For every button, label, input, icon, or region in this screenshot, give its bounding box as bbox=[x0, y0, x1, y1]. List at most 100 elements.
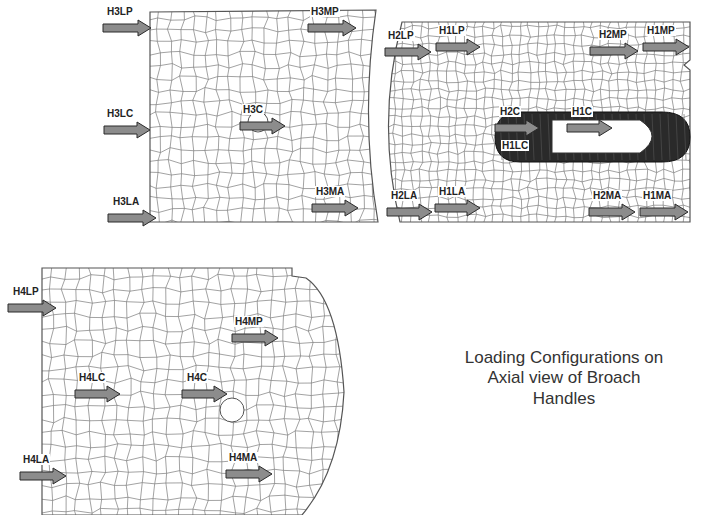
mesh-line bbox=[676, 114, 678, 160]
mesh-line bbox=[359, 6, 364, 235]
mesh-line bbox=[500, 114, 502, 160]
load-case-label: H2MP bbox=[598, 29, 628, 40]
mesh-line bbox=[347, 264, 353, 515]
finite-element-mesh bbox=[144, 4, 389, 237]
load-case-label: H3C bbox=[242, 104, 264, 115]
mesh-line bbox=[167, 7, 172, 235]
load-case-label: H2LP bbox=[387, 30, 415, 41]
mesh-line bbox=[140, 267, 145, 515]
mesh-line bbox=[374, 88, 699, 92]
load-case-label: H4LA bbox=[22, 454, 50, 465]
mesh-line bbox=[40, 456, 348, 462]
mesh-line bbox=[38, 469, 351, 474]
load-arrow bbox=[640, 204, 688, 220]
load-arrow bbox=[103, 20, 151, 36]
mesh-line bbox=[323, 4, 328, 236]
mesh-line bbox=[482, 19, 486, 236]
load-arrow bbox=[240, 118, 285, 134]
mesh-line bbox=[376, 61, 701, 65]
load-case-label: H3LC bbox=[106, 108, 134, 119]
mesh-line bbox=[516, 114, 518, 160]
mesh-line bbox=[144, 4, 388, 9]
load-case-label: H4LP bbox=[12, 286, 40, 297]
load-case-label: H1MA bbox=[642, 190, 672, 201]
mesh-line bbox=[146, 231, 385, 236]
load-arrow bbox=[436, 39, 480, 55]
mesh-line bbox=[308, 261, 314, 515]
mesh-line bbox=[147, 148, 388, 153]
mesh-line bbox=[180, 6, 185, 233]
load-case-label: H2LA bbox=[390, 190, 418, 201]
mesh-line bbox=[148, 183, 386, 188]
load-arrow bbox=[589, 204, 635, 220]
mesh-line bbox=[178, 263, 183, 515]
mesh-line bbox=[38, 288, 353, 293]
mesh-line bbox=[146, 51, 384, 56]
mesh-line bbox=[37, 495, 351, 501]
mesh-line bbox=[300, 4, 304, 234]
center-hole bbox=[220, 398, 244, 422]
mesh-line bbox=[283, 265, 288, 515]
mesh-line bbox=[508, 114, 510, 160]
load-arrow bbox=[495, 120, 539, 136]
load-case-label: H2C bbox=[499, 106, 521, 117]
load-arrow bbox=[387, 204, 432, 220]
dense-mesh-region bbox=[495, 112, 690, 162]
load-case-label: H3LP bbox=[106, 6, 134, 17]
load-arrow bbox=[385, 44, 431, 60]
slot-hole bbox=[552, 120, 652, 153]
mesh-line bbox=[38, 508, 347, 514]
load-arrow bbox=[8, 300, 56, 316]
mesh-line bbox=[375, 178, 700, 182]
mesh-line bbox=[295, 262, 300, 515]
load-case-label: H1LP bbox=[438, 25, 466, 36]
mesh-line bbox=[144, 4, 149, 237]
load-arrow bbox=[308, 20, 356, 36]
load-arrow bbox=[567, 120, 612, 136]
mesh-line bbox=[312, 5, 316, 234]
mesh-line bbox=[334, 262, 339, 515]
mesh-line bbox=[146, 39, 385, 43]
load-case-label: H1LC bbox=[501, 140, 529, 151]
mesh-line bbox=[698, 19, 702, 233]
load-arrow bbox=[590, 43, 638, 59]
handle-outline bbox=[388, 22, 690, 222]
mesh-line bbox=[146, 136, 386, 141]
load-arrow bbox=[75, 386, 120, 402]
mesh-line bbox=[36, 443, 353, 448]
mesh-line bbox=[37, 405, 349, 410]
mesh-line bbox=[540, 114, 542, 160]
mesh-line bbox=[347, 8, 352, 231]
load-arrow bbox=[643, 39, 689, 55]
load-arrow bbox=[108, 210, 156, 226]
load-arrows bbox=[8, 20, 689, 484]
load-arrow bbox=[232, 330, 278, 346]
mesh-line bbox=[36, 339, 352, 344]
figure-caption: Loading Configurations on Axial view of … bbox=[464, 348, 664, 409]
mesh-line bbox=[126, 263, 131, 515]
mesh-line bbox=[660, 114, 662, 160]
mesh-line bbox=[375, 16, 698, 20]
finite-element-mesh bbox=[374, 16, 702, 236]
load-case-label: H3MA bbox=[315, 186, 345, 197]
load-case-label: H4MA bbox=[228, 452, 258, 463]
mesh-line bbox=[548, 114, 550, 160]
mesh-line bbox=[378, 232, 701, 236]
mesh-line bbox=[204, 7, 209, 231]
mesh-line bbox=[205, 261, 210, 515]
load-arrow bbox=[312, 200, 358, 216]
mesh-line bbox=[288, 7, 293, 232]
load-case-label: H2MA bbox=[592, 190, 622, 201]
mesh-line bbox=[269, 264, 274, 515]
mesh-line bbox=[156, 4, 161, 234]
mesh-line bbox=[227, 5, 232, 232]
mesh-line bbox=[377, 97, 701, 101]
mesh-line bbox=[39, 417, 349, 422]
mesh-line bbox=[35, 365, 352, 371]
handle-outline bbox=[150, 10, 378, 222]
mesh-line bbox=[335, 6, 340, 236]
load-arrow bbox=[20, 468, 66, 484]
load-case-label: H4C bbox=[186, 372, 208, 383]
